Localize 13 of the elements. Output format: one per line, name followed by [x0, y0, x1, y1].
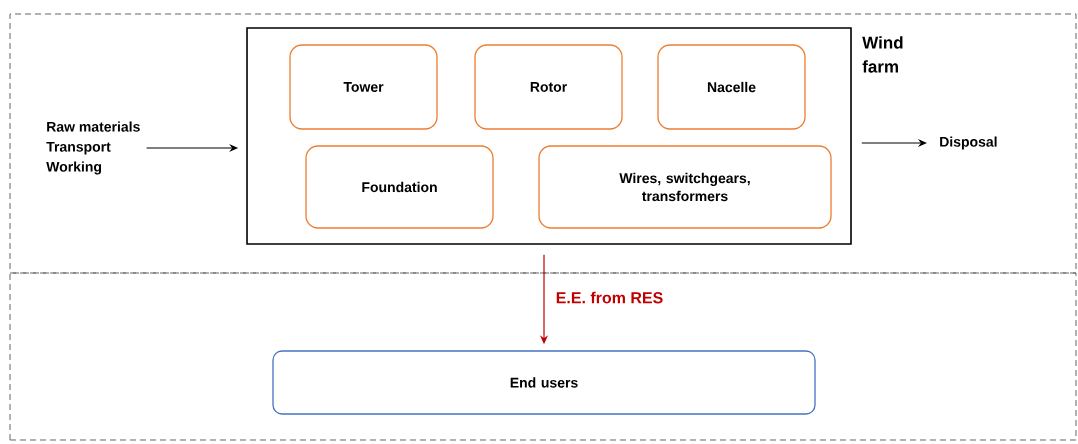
- component-box: Nacelle: [657, 44, 806, 130]
- dashed-region: [9, 272, 1077, 441]
- component-box: Rotor: [474, 44, 623, 130]
- node-text: Disposal: [940, 136, 997, 150]
- process-box: End users: [272, 350, 816, 415]
- component-box: Wires, switchgears, transformers: [538, 145, 832, 229]
- dashed-region: [9, 13, 1077, 274]
- component-box: Foundation: [305, 145, 494, 229]
- edge-label: E.E. from RES: [554, 290, 665, 305]
- node-text: Raw materials Transport Working: [46, 121, 140, 175]
- component-box: Tower: [289, 44, 438, 130]
- group-box: [246, 27, 852, 245]
- group-heading: Wind farm: [862, 36, 903, 73]
